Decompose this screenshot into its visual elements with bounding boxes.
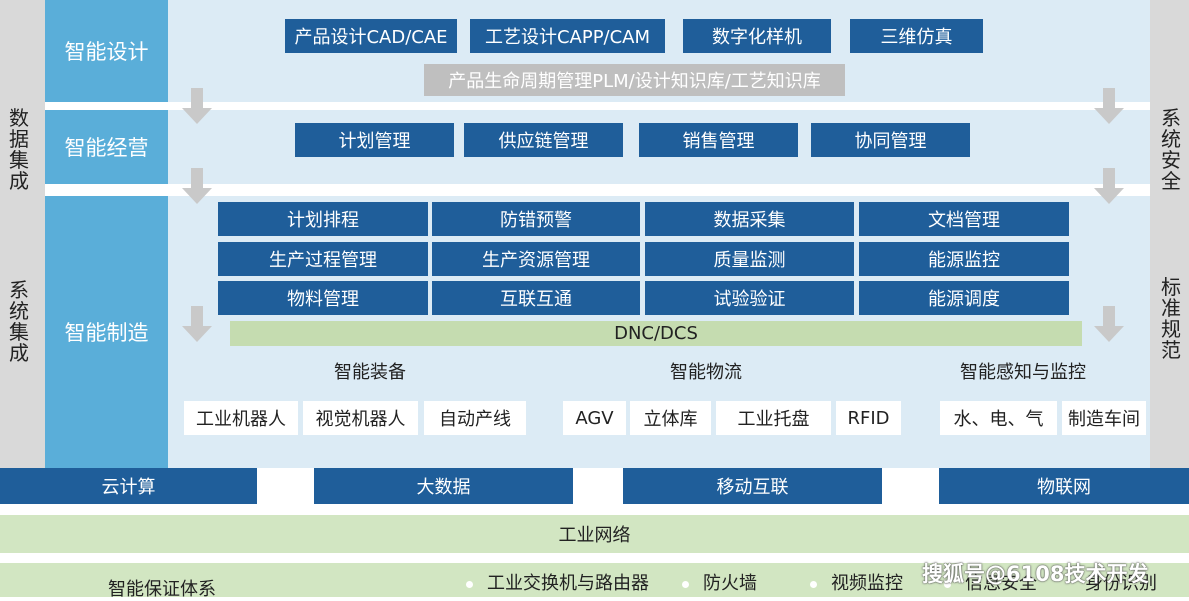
assurance-item: 信息安全 <box>944 569 1037 595</box>
assurance-item-label: 视频监控 <box>831 573 903 594</box>
dnc-dcs-bar: DNC/DCS <box>230 321 1082 346</box>
group-title-equipment: 智能装备 <box>334 362 406 383</box>
logistics-item: 立体库 <box>630 401 711 435</box>
mfg-box: 能源调度 <box>859 281 1069 315</box>
left-side-bar <box>0 0 45 468</box>
right-side-bar <box>1150 0 1189 468</box>
mfg-box: 物料管理 <box>218 281 428 315</box>
group-title-logistics: 智能物流 <box>670 362 742 383</box>
operation-layer-label: 智能经营 <box>45 110 168 184</box>
mfg-box: 防错预警 <box>432 202 640 236</box>
equipment-item: 自动产线 <box>424 401 526 435</box>
mfg-box: 质量监测 <box>645 242 854 276</box>
down-arrow-icon <box>182 168 212 204</box>
down-arrow-icon <box>182 88 212 124</box>
assurance-item-label: 身份识别 <box>1085 573 1157 594</box>
infra-cloud: 云计算 <box>0 468 257 504</box>
right-side-label-standards: 标准规范 <box>1161 275 1181 362</box>
down-arrow-icon <box>1094 168 1124 204</box>
design-layer-label: 智能设计 <box>45 0 168 102</box>
infra-mobile: 移动互联 <box>623 468 882 504</box>
sensing-item: 水、电、气 <box>940 401 1057 435</box>
assurance-item-label: 工业交换机与路由器 <box>487 573 649 594</box>
logistics-item: RFID <box>836 401 901 435</box>
mfg-box: 生产过程管理 <box>218 242 428 276</box>
assurance-item: 工业交换机与路由器 <box>466 569 649 595</box>
right-side-label-system-security: 系统安全 <box>1161 106 1181 193</box>
assurance-item-label: 防火墙 <box>703 573 757 594</box>
plm-bar: 产品生命周期管理PLM/设计知识库/工艺知识库 <box>424 64 845 96</box>
infra-big-data: 大数据 <box>314 468 573 504</box>
design-box-3d-simulation: 三维仿真 <box>850 19 983 53</box>
operation-box-sales: 销售管理 <box>639 123 798 157</box>
operation-box-supply-chain: 供应链管理 <box>464 123 623 157</box>
down-arrow-icon <box>182 306 212 342</box>
left-side-label-data-integration: 数据集成 <box>9 106 29 193</box>
gap-1 <box>45 102 1150 110</box>
mfg-box: 文档管理 <box>859 202 1069 236</box>
mfg-box: 数据采集 <box>645 202 854 236</box>
group-title-sensing: 智能感知与监控 <box>960 362 1086 383</box>
assurance-bar <box>0 563 1189 597</box>
infra-iot: 物联网 <box>939 468 1189 504</box>
left-side-label-system-integration: 系统集成 <box>9 278 29 365</box>
operation-box-collaboration: 协同管理 <box>811 123 970 157</box>
mfg-box: 互联互通 <box>432 281 640 315</box>
bullet-icon <box>810 580 817 588</box>
logistics-item: 工业托盘 <box>716 401 831 435</box>
mfg-box: 生产资源管理 <box>432 242 640 276</box>
mfg-box: 计划排程 <box>218 202 428 236</box>
equipment-item: 视觉机器人 <box>303 401 418 435</box>
bullet-icon <box>682 580 689 588</box>
equipment-item: 工业机器人 <box>184 401 298 435</box>
mfg-box: 能源监控 <box>859 242 1069 276</box>
bullet-icon <box>466 580 473 588</box>
watermark: 搜狐号@6108技术开发 <box>922 562 1149 586</box>
bullet-icon <box>944 580 951 588</box>
operation-box-plan: 计划管理 <box>295 123 454 157</box>
gap-2 <box>45 184 1150 196</box>
down-arrow-icon <box>1094 306 1124 342</box>
industrial-network-bar: 工业网络 <box>0 515 1189 553</box>
assurance-item-label: 信息安全 <box>965 573 1037 594</box>
manufacturing-layer-label: 智能制造 <box>45 196 168 468</box>
logistics-item: AGV <box>563 401 626 435</box>
assurance-item: 身份识别 <box>1085 569 1157 595</box>
design-box-cad: 产品设计CAD/CAE <box>285 19 457 53</box>
assurance-item: 视频监控 <box>810 569 903 595</box>
assurance-label: 智能保证体系 <box>108 579 216 600</box>
assurance-item: 防火墙 <box>682 569 757 595</box>
design-box-capp: 工艺设计CAPP/CAM <box>470 19 665 53</box>
down-arrow-icon <box>1094 88 1124 124</box>
sensing-item: 制造车间 <box>1062 401 1146 435</box>
mfg-box: 试验验证 <box>645 281 854 315</box>
design-box-digital-prototype: 数字化样机 <box>683 19 831 53</box>
